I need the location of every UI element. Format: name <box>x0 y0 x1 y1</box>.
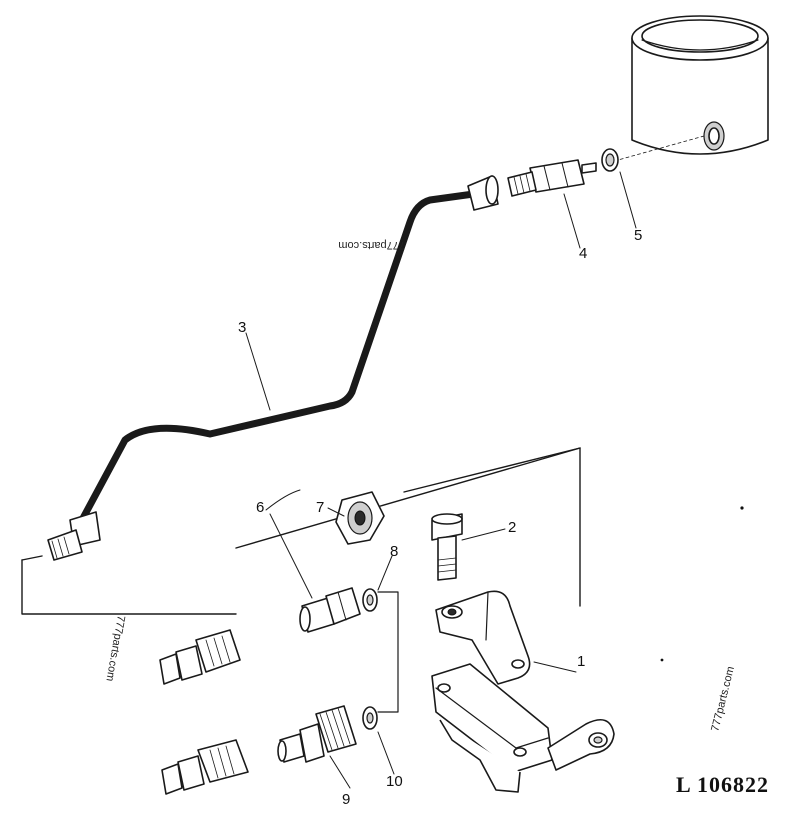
reference-number: L 106822 <box>676 772 769 797</box>
watermark-right: 777parts.com <box>709 665 737 733</box>
callout-9: 9 <box>342 791 350 808</box>
bolt-2 <box>431 513 463 581</box>
lower-bracket-assembly <box>431 663 615 793</box>
washer-5 <box>601 148 619 172</box>
speck <box>660 658 664 662</box>
fitting-6 <box>299 587 361 633</box>
callout-6: 6 <box>256 499 264 516</box>
knurled-fitting-9 <box>277 705 357 763</box>
bracket-1 <box>435 590 531 685</box>
connector-4 <box>507 159 597 197</box>
callout-10: 10 <box>386 773 403 790</box>
callout-1: 1 <box>577 653 585 670</box>
nut-7 <box>335 491 385 545</box>
watermark-left: 777parts.com <box>103 614 126 682</box>
housing-cylinder <box>617 15 769 161</box>
oil-line-3 <box>47 175 499 561</box>
callout-3: 3 <box>238 319 246 336</box>
washer-10 <box>362 706 378 730</box>
watermark-top: 777parts.com <box>338 239 405 251</box>
callout-8: 8 <box>390 543 398 560</box>
callout-2: 2 <box>508 519 516 536</box>
leader-lines <box>245 171 637 789</box>
callout-7: 7 <box>316 499 324 516</box>
alternative-fitting-upper <box>159 629 241 685</box>
callout-4: 4 <box>579 245 587 262</box>
callout-labels: 1 2 3 4 5 6 7 8 9 10 <box>238 227 642 808</box>
bracket-line-8-10 <box>377 591 399 713</box>
speck <box>740 506 744 510</box>
washer-8 <box>362 588 378 612</box>
alternative-fitting-lower <box>161 739 249 795</box>
callout-5: 5 <box>634 227 642 244</box>
